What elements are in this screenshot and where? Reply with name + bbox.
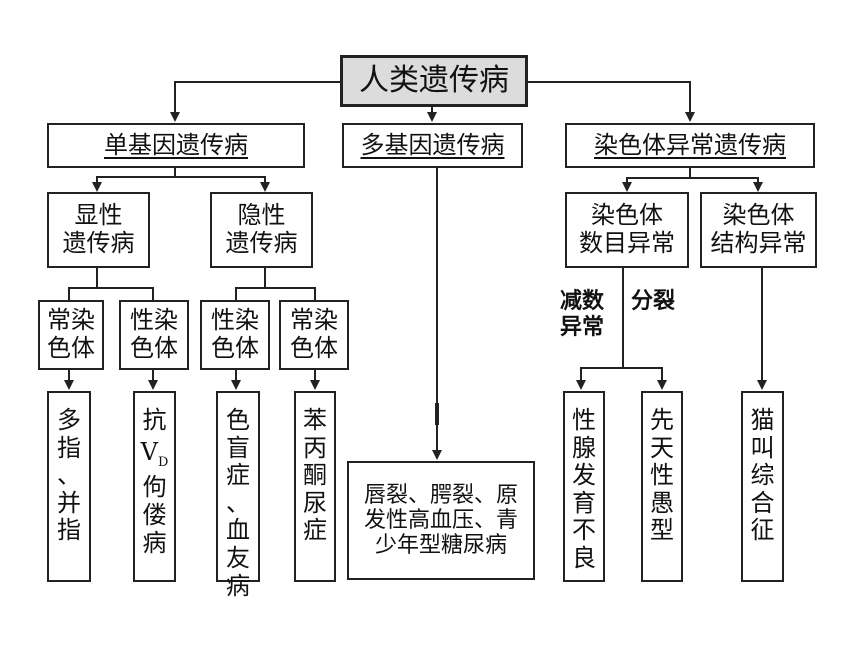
vertical-char: 良 <box>572 543 596 572</box>
ex2-post: 佝偻病 <box>143 474 167 557</box>
vertical-char: 症 <box>303 516 327 545</box>
vertical-char: 综 <box>750 461 775 490</box>
example-vitamin-d-rickets: 抗 VD 佝偻病 <box>133 391 176 582</box>
vertical-char: 酮 <box>303 461 327 490</box>
recessive-sex-label: 性染 色体 <box>211 306 259 362</box>
vertical-char: 色 <box>226 406 250 434</box>
example-down-syndrome: 先天性愚型 <box>641 391 683 582</box>
recessive-node: 隐性 遗传病 <box>210 192 313 268</box>
ex2-pre: 抗 <box>142 406 167 434</box>
vertical-char: 腺 <box>572 433 596 462</box>
vertical-char: 先 <box>650 406 674 434</box>
dominant-autosome-node: 常染 色体 <box>38 300 104 370</box>
vertical-char: 病 <box>142 528 167 557</box>
vertical-char: 丙 <box>303 433 327 462</box>
vertical-char: 型 <box>650 516 674 545</box>
root-label: 人类遗传病 <box>359 62 509 98</box>
vertical-char: 发 <box>572 461 596 490</box>
vertical-char: 育 <box>572 488 596 517</box>
vertical-char: 病 <box>226 571 250 600</box>
vertical-char: 多 <box>57 406 81 434</box>
chromosome-node: 染色体异常遗传病 <box>565 123 815 168</box>
example-cri-du-chat: 猫叫综合征 <box>741 391 784 582</box>
vertical-char: 天 <box>650 433 674 462</box>
chromosome-number-node: 染色体 数目异常 <box>565 192 689 268</box>
vertical-char: 佝 <box>142 473 167 502</box>
vertical-char: 盲 <box>226 433 250 462</box>
example-turner-syndrome: 性腺发育不良 <box>563 391 605 582</box>
example-polydactyly: 多指、并指 <box>47 391 91 582</box>
arrow-root-chromo <box>525 81 695 122</box>
ex2-vd: VD <box>140 437 169 470</box>
dominant-sex-label: 性染 色体 <box>130 306 178 362</box>
chromosome-label: 染色体异常遗传病 <box>594 130 786 159</box>
vertical-char: 指 <box>57 433 81 462</box>
arrow-single-recessive <box>175 176 270 192</box>
dominant-label: 显性 遗传病 <box>62 201 135 257</box>
chromosome-structure-node: 染色体 结构异常 <box>700 192 817 268</box>
dominant-autosome-label: 常染 色体 <box>47 306 95 362</box>
arrow-chromo-structure <box>690 177 763 192</box>
vertical-char: 指 <box>57 516 81 545</box>
example-color-blindness: 色盲症、血友病 <box>216 391 260 599</box>
chromosome-structure-label: 染色体 结构异常 <box>710 201 807 257</box>
vertical-char: 并 <box>57 488 81 517</box>
vertical-char: 、 <box>57 461 81 490</box>
recessive-label: 隐性 遗传病 <box>225 201 298 257</box>
vertical-char: 猫 <box>750 406 775 434</box>
label-meiosis-abnormal: 减数 异常 <box>560 288 605 341</box>
label-split: 分裂 <box>631 288 676 314</box>
recessive-autosome-node: 常染 色体 <box>279 300 349 370</box>
vertical-char: 性 <box>572 406 596 434</box>
single-gene-label: 单基因遗传病 <box>104 130 248 159</box>
arrow-root-single <box>170 81 343 122</box>
arrow-single-dominant <box>92 168 176 192</box>
vertical-char: 血 <box>226 516 250 545</box>
dominant-node: 显性 遗传病 <box>47 192 150 268</box>
dominant-sex-node: 性染 色体 <box>119 300 189 370</box>
vertical-char: 症 <box>226 461 250 490</box>
multi-gene-label: 多基因遗传病 <box>360 130 505 159</box>
vertical-char: 性 <box>650 461 674 490</box>
example-pku: 苯丙酮尿症 <box>294 391 336 582</box>
vertical-char: 征 <box>750 516 775 545</box>
vertical-char: 叫 <box>750 433 775 462</box>
vertical-char: 愚 <box>650 488 674 517</box>
vertical-char: 、 <box>226 488 250 517</box>
vertical-char: 不 <box>572 516 596 545</box>
root-node: 人类遗传病 <box>340 55 528 107</box>
vertical-char: 偻 <box>142 500 167 529</box>
multi-gene-examples: 唇裂、腭裂、原 发性高血压、青 少年型糖尿病 <box>347 461 535 580</box>
chromosome-number-label: 染色体 数目异常 <box>579 201 675 257</box>
vertical-char: 尿 <box>303 488 327 517</box>
single-gene-node: 单基因遗传病 <box>47 123 305 168</box>
vertical-char: 苯 <box>303 406 327 434</box>
recessive-sex-node: 性染 色体 <box>200 300 270 370</box>
arrow-chromo-number <box>622 168 691 192</box>
recessive-autosome-label: 常染 色体 <box>290 306 338 362</box>
vertical-char: 合 <box>750 488 775 517</box>
multi-gene-examples-text: 唇裂、腭裂、原 发性高血压、青 少年型糖尿病 <box>363 482 518 559</box>
vertical-char: 友 <box>226 543 250 572</box>
multi-gene-node: 多基因遗传病 <box>342 123 523 168</box>
